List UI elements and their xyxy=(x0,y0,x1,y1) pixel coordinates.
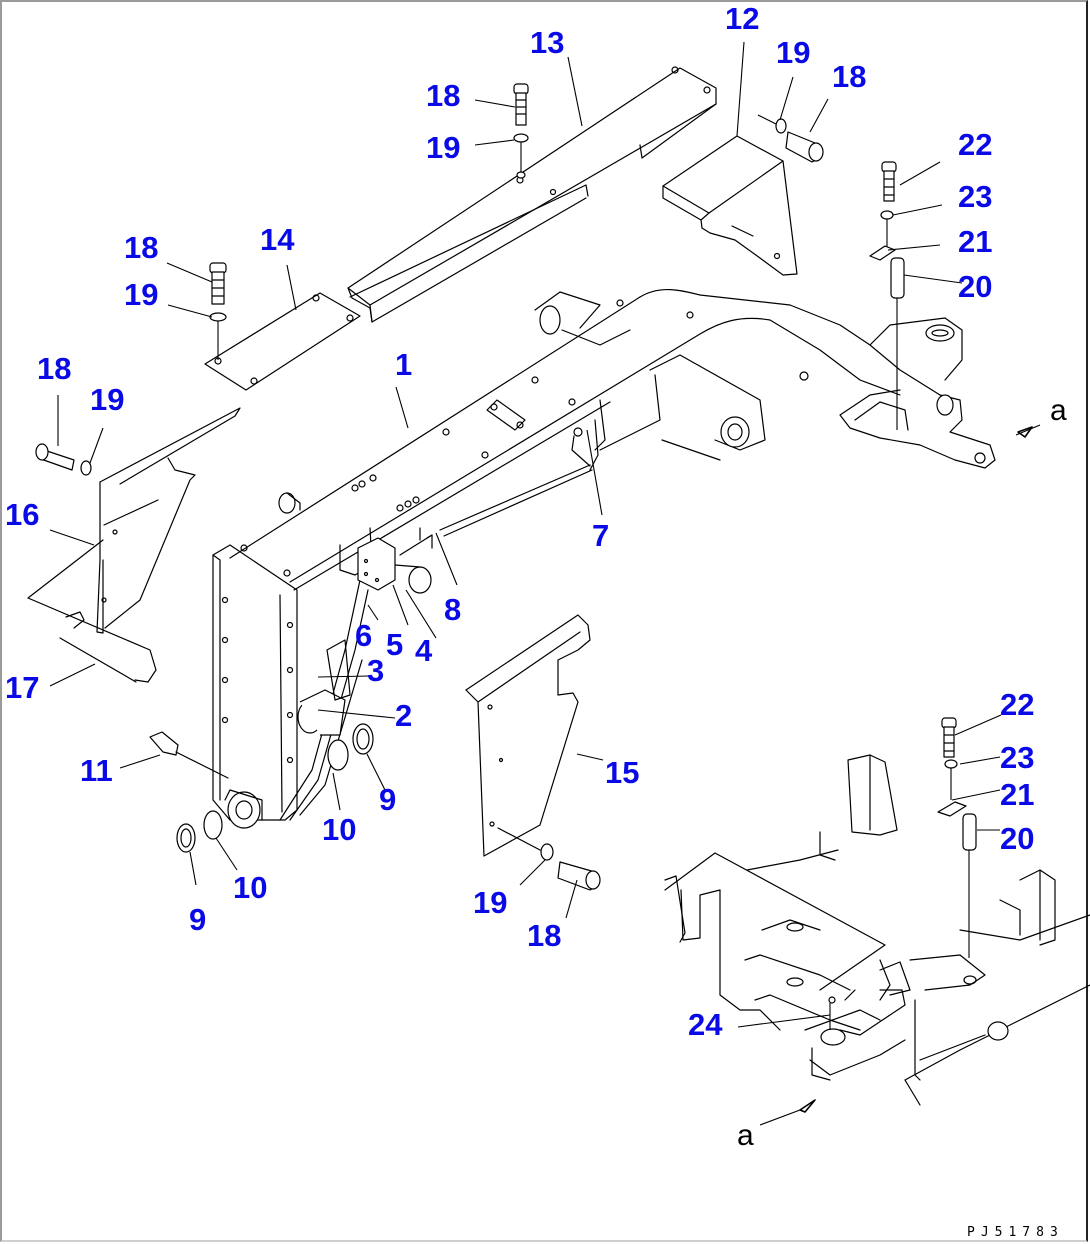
part-7-bolt xyxy=(571,419,599,471)
callout-19-plate-16[interactable]: 19 xyxy=(90,382,124,417)
callout-16[interactable]: 16 xyxy=(5,497,39,532)
washer-23-bottom xyxy=(944,759,958,800)
part-17-plate xyxy=(59,611,137,683)
callout-7[interactable]: 7 xyxy=(592,518,609,553)
shim-10-left xyxy=(203,810,223,840)
callout-20-bottom[interactable]: 20 xyxy=(1000,821,1034,856)
callout-23-bottom[interactable]: 23 xyxy=(1000,740,1034,775)
callout-22-bottom[interactable]: 22 xyxy=(1000,687,1034,722)
callout-19-cover-13[interactable]: 19 xyxy=(426,130,460,165)
callout-5[interactable]: 5 xyxy=(386,627,403,662)
callout-1[interactable]: 1 xyxy=(395,347,412,382)
callout-23-top[interactable]: 23 xyxy=(958,179,992,214)
reference-label-a-top: a xyxy=(1050,394,1067,427)
washer-19-cover-13 xyxy=(513,133,529,179)
reference-label-a-bottom: a xyxy=(737,1119,754,1152)
callout-9-right[interactable]: 9 xyxy=(379,782,396,817)
callout-6[interactable]: 6 xyxy=(355,618,372,653)
part-11-grease-fitting xyxy=(149,731,229,779)
callout-13[interactable]: 13 xyxy=(530,25,564,60)
lower-right-frame-assembly xyxy=(664,754,1090,1106)
callout-2[interactable]: 2 xyxy=(395,698,412,733)
callout-17[interactable]: 17 xyxy=(5,670,39,705)
part-12-bracket xyxy=(662,135,798,276)
callout-18-cover-14[interactable]: 18 xyxy=(124,230,158,265)
part-4-5-6-bracket-pin xyxy=(339,527,433,594)
pin-20-top xyxy=(890,257,905,430)
callout-18-plate-16[interactable]: 18 xyxy=(37,351,71,386)
shim-10-right xyxy=(327,739,349,771)
callout-9-left[interactable]: 9 xyxy=(189,902,206,937)
callout-15[interactable]: 15 xyxy=(605,755,639,790)
leader-lines xyxy=(49,41,1041,1126)
callout-4[interactable]: 4 xyxy=(415,633,433,668)
callout-labels: 1 2 3 4 5 6 7 8 9 9 10 10 11 12 13 14 15… xyxy=(5,1,1034,1042)
callout-21-top[interactable]: 21 xyxy=(958,224,992,259)
bolt-18-cover-14 xyxy=(209,262,227,305)
part-14-cover xyxy=(204,292,361,391)
bolt-18-plate-16 xyxy=(35,443,75,471)
callout-18-bracket-12[interactable]: 18 xyxy=(832,59,866,94)
washer-23-top xyxy=(880,210,894,248)
callout-24[interactable]: 24 xyxy=(688,1007,723,1042)
callout-11[interactable]: 11 xyxy=(80,753,113,788)
washer-19-plate-16 xyxy=(80,460,92,476)
part-15-plate xyxy=(465,614,591,857)
bolt-18-top-right xyxy=(785,131,824,163)
arrow-a-top-icon xyxy=(1017,426,1033,438)
callout-19-cover-14[interactable]: 19 xyxy=(124,277,158,312)
callout-10-right[interactable]: 10 xyxy=(322,812,356,847)
callout-21-bottom[interactable]: 21 xyxy=(1000,777,1034,812)
bolt-18-plate-15 xyxy=(557,861,601,891)
washer-9-left xyxy=(176,823,196,853)
callout-22-top[interactable]: 22 xyxy=(958,127,992,162)
callout-19-bracket-12[interactable]: 19 xyxy=(776,35,810,70)
plate-21-top xyxy=(869,245,896,261)
washer-19-top-right xyxy=(757,114,787,134)
bolt-22-top xyxy=(881,161,897,202)
callout-10-left[interactable]: 10 xyxy=(233,870,267,905)
plate-21-bottom xyxy=(937,801,967,817)
part-2-3-arm xyxy=(279,564,376,821)
callout-19-plate-15[interactable]: 19 xyxy=(473,885,507,920)
drawing-number: PJ51783 xyxy=(967,1225,1064,1240)
callout-18-cover-13[interactable]: 18 xyxy=(426,78,460,113)
part-16-plate xyxy=(27,407,241,683)
callout-8[interactable]: 8 xyxy=(444,592,461,627)
pin-20-bottom xyxy=(962,813,977,958)
washer-9-right xyxy=(352,723,374,755)
callout-20-top[interactable]: 20 xyxy=(958,269,992,304)
callout-14[interactable]: 14 xyxy=(260,222,295,257)
callout-3[interactable]: 3 xyxy=(367,653,384,688)
part-1-main-frame xyxy=(212,288,996,829)
callout-18-plate-15[interactable]: 18 xyxy=(527,918,561,953)
bolt-18-cover-13 xyxy=(513,83,529,126)
arrow-a-bottom-icon xyxy=(799,1099,816,1113)
callout-12[interactable]: 12 xyxy=(725,1,759,36)
washer-19-plate-15 xyxy=(540,843,554,861)
part-13-cover xyxy=(347,66,717,323)
bolt-22-bottom xyxy=(941,717,957,758)
